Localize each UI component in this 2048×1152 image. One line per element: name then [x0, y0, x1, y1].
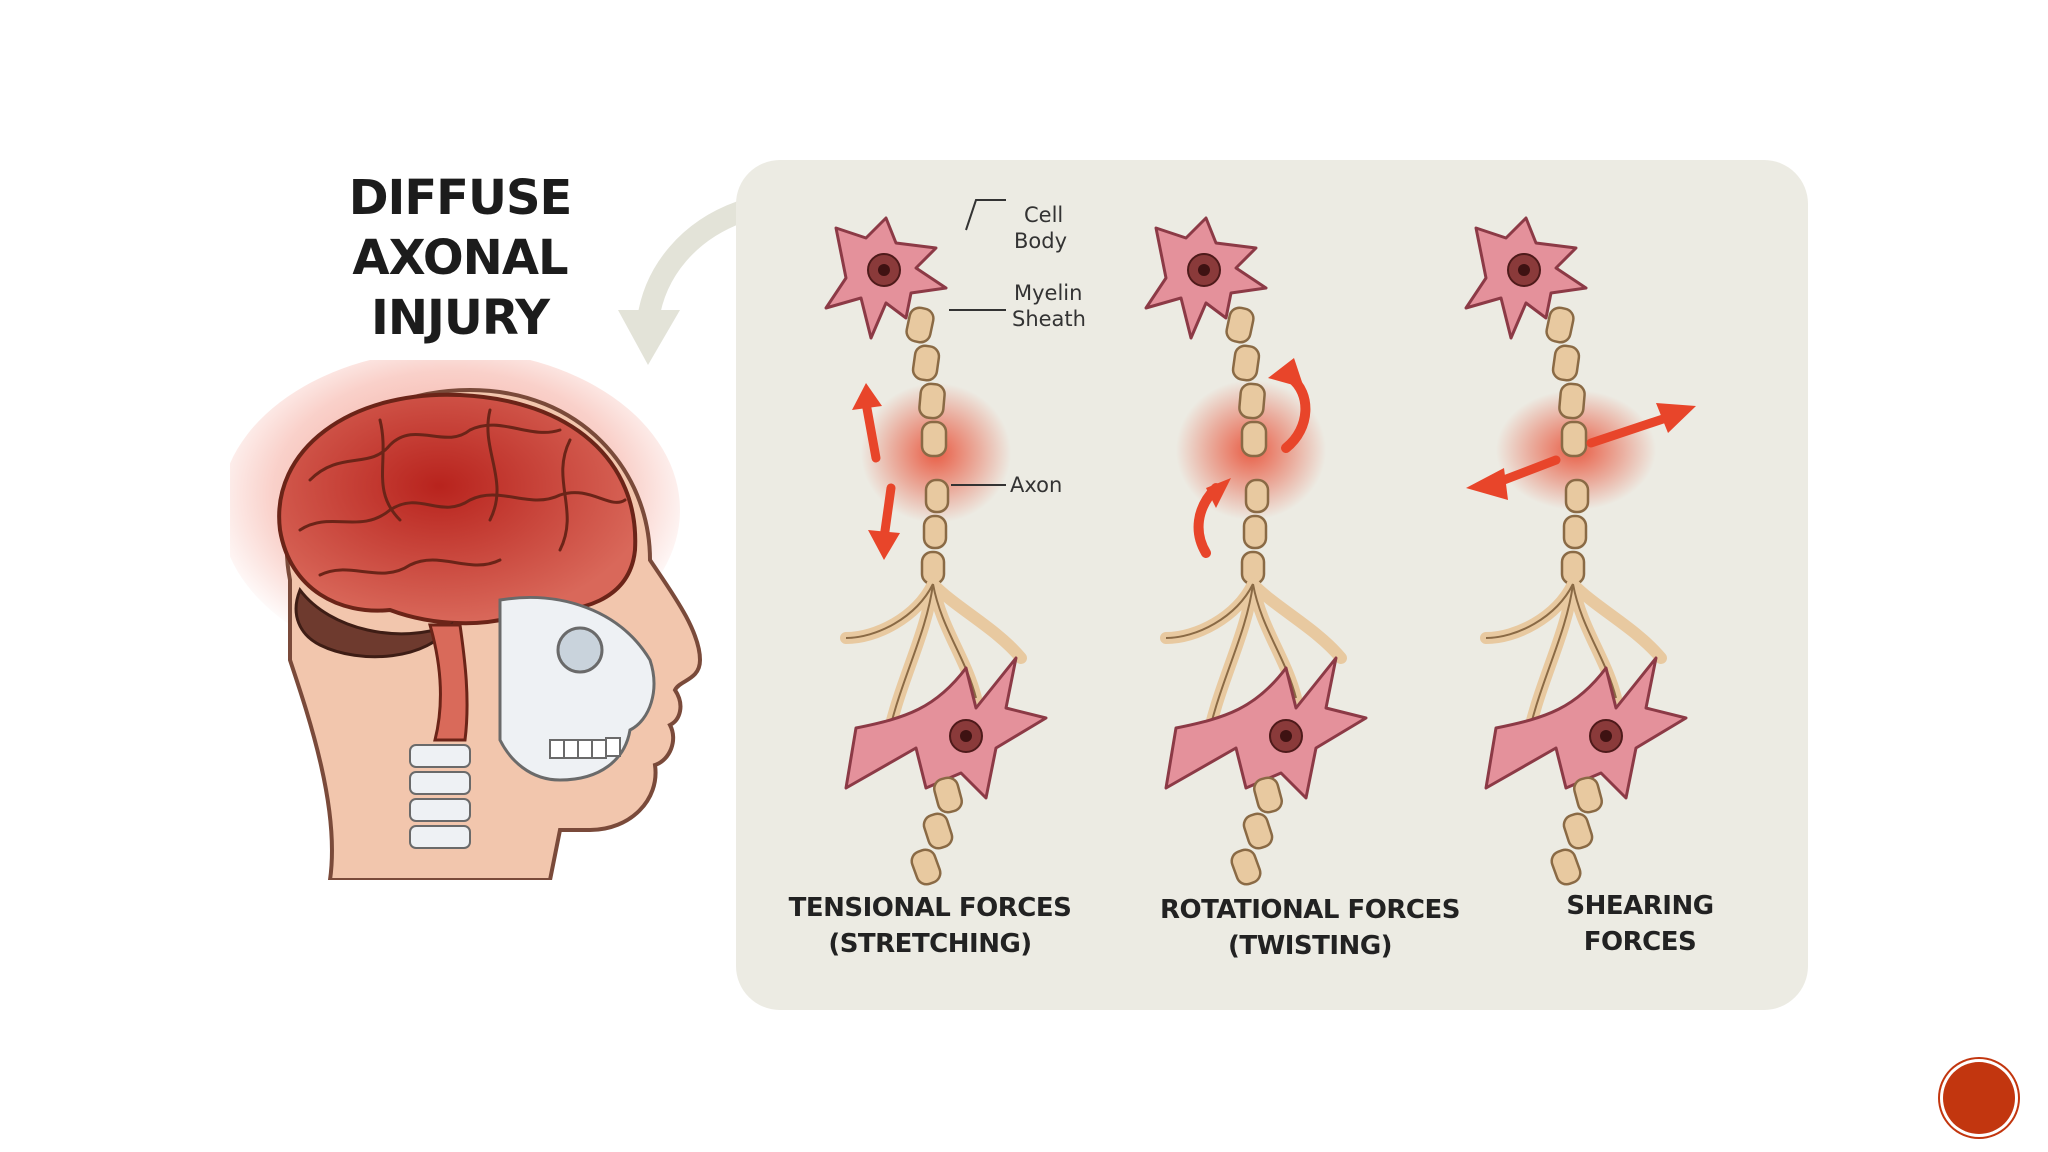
title-line-1: DIFFUSE — [300, 168, 620, 228]
neuron-illustrations: Cell Body Myelin Sheath Axon — [736, 160, 1808, 1010]
caption-shearing: SHEARING FORCES — [1530, 888, 1750, 960]
caption-rotational-line2: (TWISTING) — [1140, 928, 1480, 964]
label-myelin: Myelin — [1014, 281, 1082, 305]
slide-title: DIFFUSE AXONAL INJURY — [300, 168, 620, 348]
head-skull-illustration — [230, 360, 710, 880]
caption-shearing-line2: FORCES — [1530, 924, 1750, 960]
neuron-shearing — [1466, 218, 1696, 887]
caption-rotational-line1: ROTATIONAL FORCES — [1140, 892, 1480, 928]
label-cell: Cell — [1024, 203, 1063, 227]
curved-arrow-icon — [600, 200, 750, 370]
caption-shearing-line1: SHEARING — [1530, 888, 1750, 924]
label-body: Body — [1014, 229, 1067, 253]
caption-tensional-line2: (STRETCHING) — [770, 926, 1090, 962]
title-line-2: AXONAL — [300, 228, 620, 288]
neuron-rotational — [1146, 218, 1366, 887]
label-axon: Axon — [1010, 473, 1062, 497]
caption-tensional: TENSIONAL FORCES (STRETCHING) — [770, 890, 1090, 962]
title-line-3: INJURY — [300, 288, 620, 348]
caption-tensional-line1: TENSIONAL FORCES — [770, 890, 1090, 926]
label-sheath: Sheath — [1012, 307, 1086, 331]
caption-rotational: ROTATIONAL FORCES (TWISTING) — [1140, 892, 1480, 964]
slide-corner-badge — [1943, 1062, 2015, 1134]
